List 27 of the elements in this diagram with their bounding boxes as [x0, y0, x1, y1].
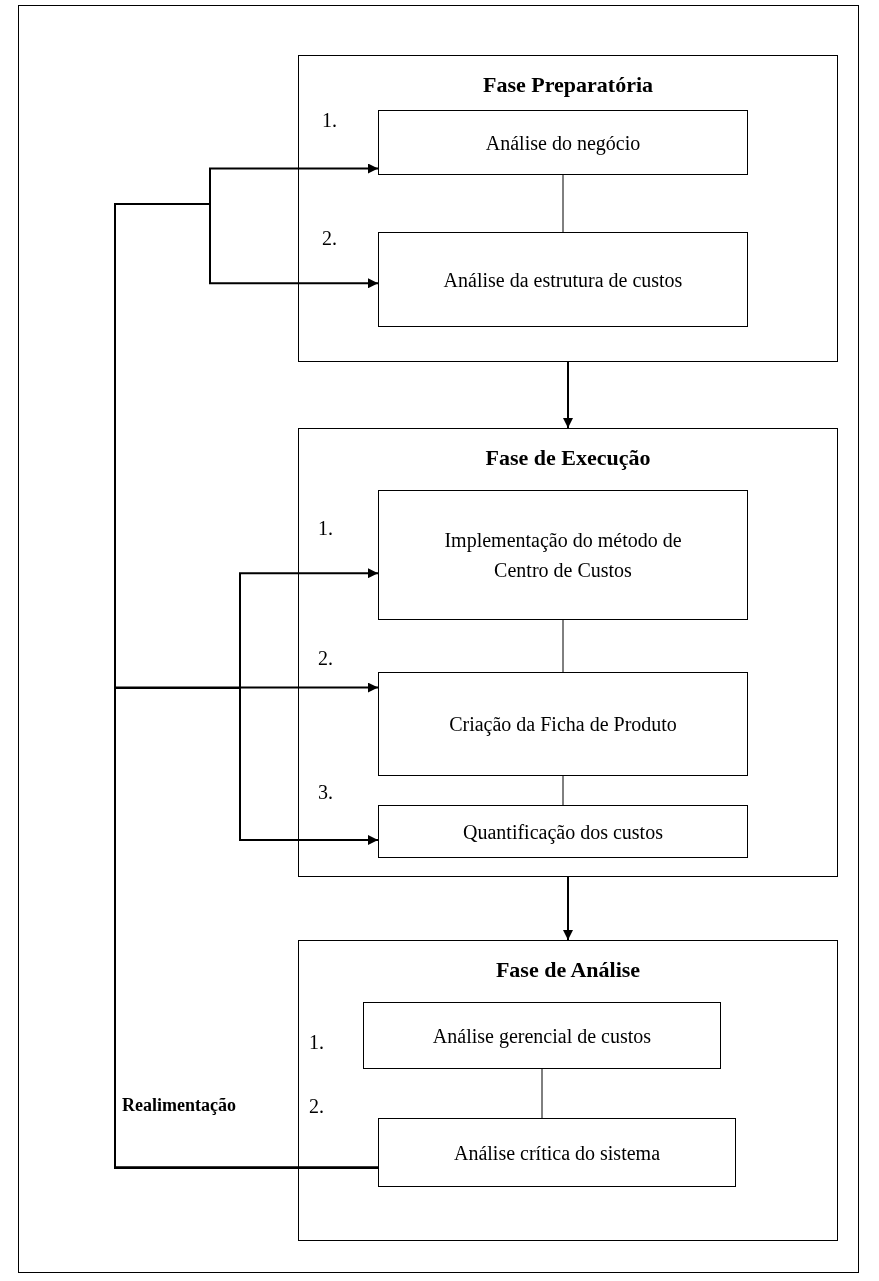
step-box: Análise crítica do sistema — [378, 1118, 736, 1187]
connector-line — [562, 775, 564, 806]
arrow — [563, 361, 573, 429]
step-box: Análise da estrutura de custos — [378, 232, 748, 327]
phase-heading: Fase de Análise — [495, 956, 641, 984]
phase-box — [298, 55, 838, 362]
connector-line — [562, 174, 564, 233]
connector-line — [562, 619, 564, 673]
phase-box — [298, 940, 838, 1241]
step-number: 1. — [322, 110, 337, 130]
step-number: 1. — [318, 518, 333, 538]
step-box: Análise do negócio — [378, 110, 748, 175]
step-box: Implementação do método de Centro de Custos — [378, 490, 748, 620]
feedback-label: Realimentação — [122, 1096, 236, 1114]
phase-heading: Fase Preparatória — [482, 71, 653, 99]
step-number: 2. — [318, 648, 333, 668]
phase-heading: Fase de Execução — [485, 444, 651, 472]
step-box: Quantificação dos custos — [378, 805, 748, 858]
connector-line — [541, 1068, 543, 1119]
step-number: 2. — [309, 1096, 324, 1116]
step-box: Criação da Ficha de Produto — [378, 672, 748, 776]
step-number: 3. — [318, 782, 333, 802]
arrow — [563, 876, 573, 941]
phase-box — [298, 428, 838, 877]
step-number: 1. — [309, 1032, 324, 1052]
step-box: Análise gerencial de custos — [363, 1002, 721, 1069]
step-number: 2. — [322, 228, 337, 248]
